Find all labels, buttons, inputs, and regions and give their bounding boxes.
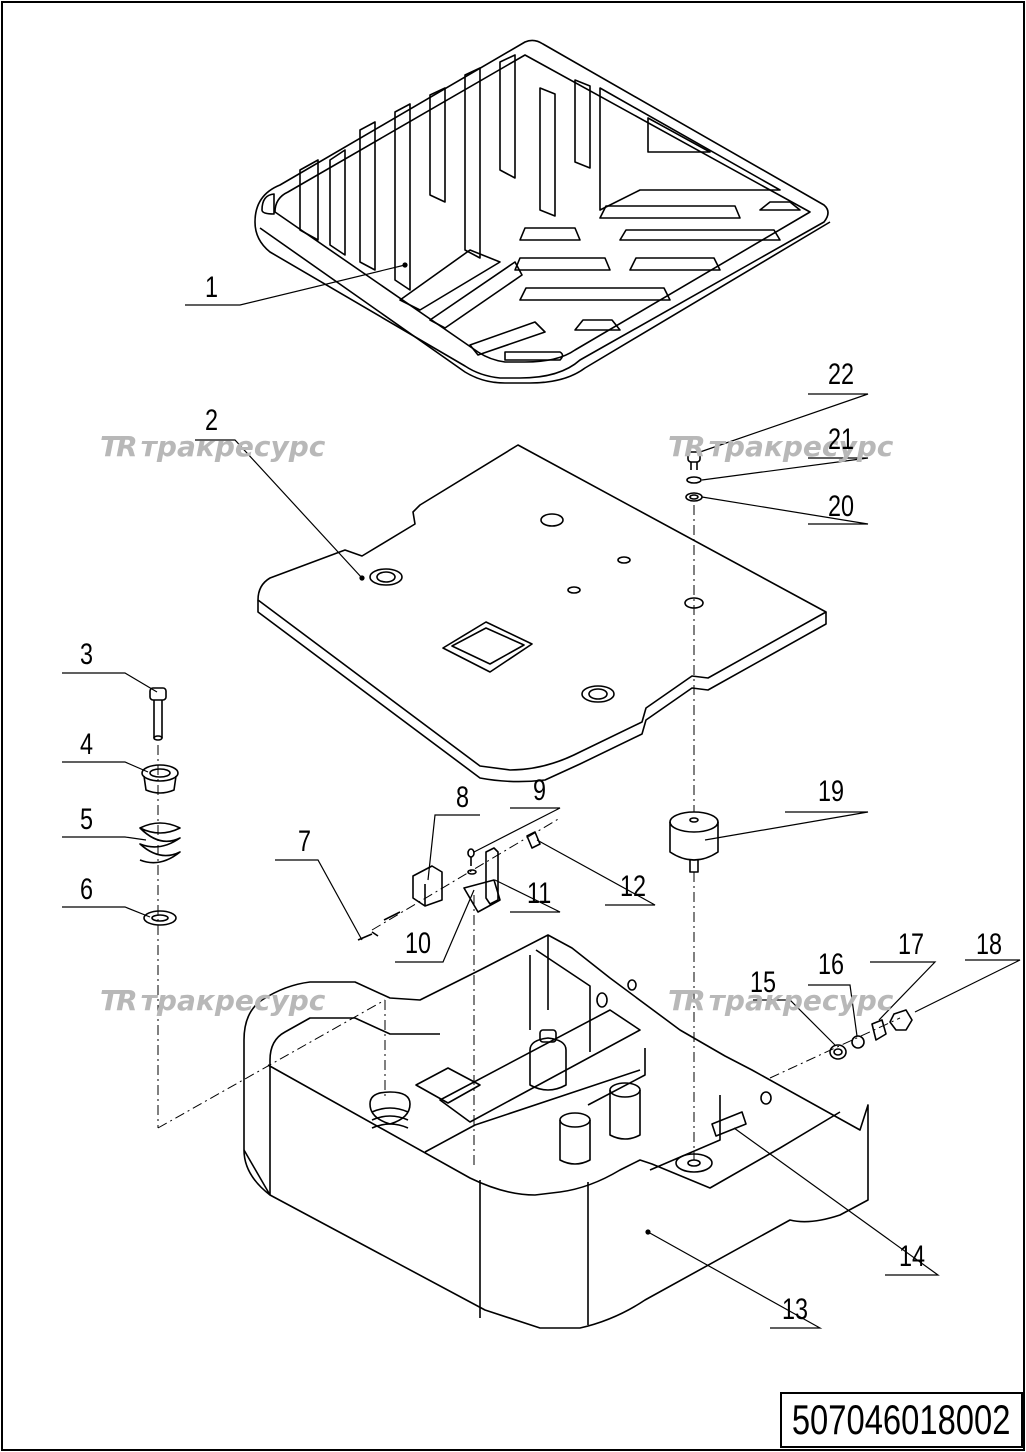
part-label-3: 3 [80, 638, 94, 671]
part-label-4: 4 [80, 728, 94, 761]
seat-plate-part [257, 444, 827, 783]
seat-base-part [243, 934, 869, 1329]
part-label-1: 1 [205, 271, 219, 304]
leader-lines [62, 262, 1021, 1329]
part-label-19: 19 [818, 775, 845, 808]
part-label-10: 10 [405, 927, 432, 960]
part-label-2: 2 [205, 404, 219, 437]
part-label-17: 17 [898, 928, 925, 961]
rubber-mount-part [669, 811, 719, 873]
part-label-21: 21 [828, 423, 855, 456]
part-label-14: 14 [899, 1240, 926, 1273]
part-label-6: 6 [80, 873, 94, 906]
part-label-22: 22 [828, 358, 855, 391]
part-label-9: 9 [533, 774, 547, 807]
mat-grid-part [254, 39, 831, 384]
part-label-13: 13 [782, 1293, 809, 1326]
part-label-15: 15 [750, 966, 777, 999]
nut-washer-hardware [829, 1009, 913, 1060]
assembly-axes [157, 505, 901, 1165]
top-screw-hardware [685, 451, 703, 502]
part-label-20: 20 [828, 490, 855, 523]
part-label-12: 12 [620, 870, 647, 903]
part-label-7: 7 [298, 825, 312, 858]
part-label-16: 16 [818, 948, 845, 981]
bolt-spring-stack [139, 687, 181, 926]
part-label-8: 8 [456, 781, 470, 814]
part-label-11: 11 [527, 877, 552, 910]
document-number: 507046018002 [792, 1396, 1011, 1443]
bracket-hardware [357, 831, 541, 941]
document-number-box: 507046018002 [780, 1392, 1023, 1448]
part-label-5: 5 [80, 803, 94, 836]
part-label-18: 18 [976, 928, 1003, 961]
